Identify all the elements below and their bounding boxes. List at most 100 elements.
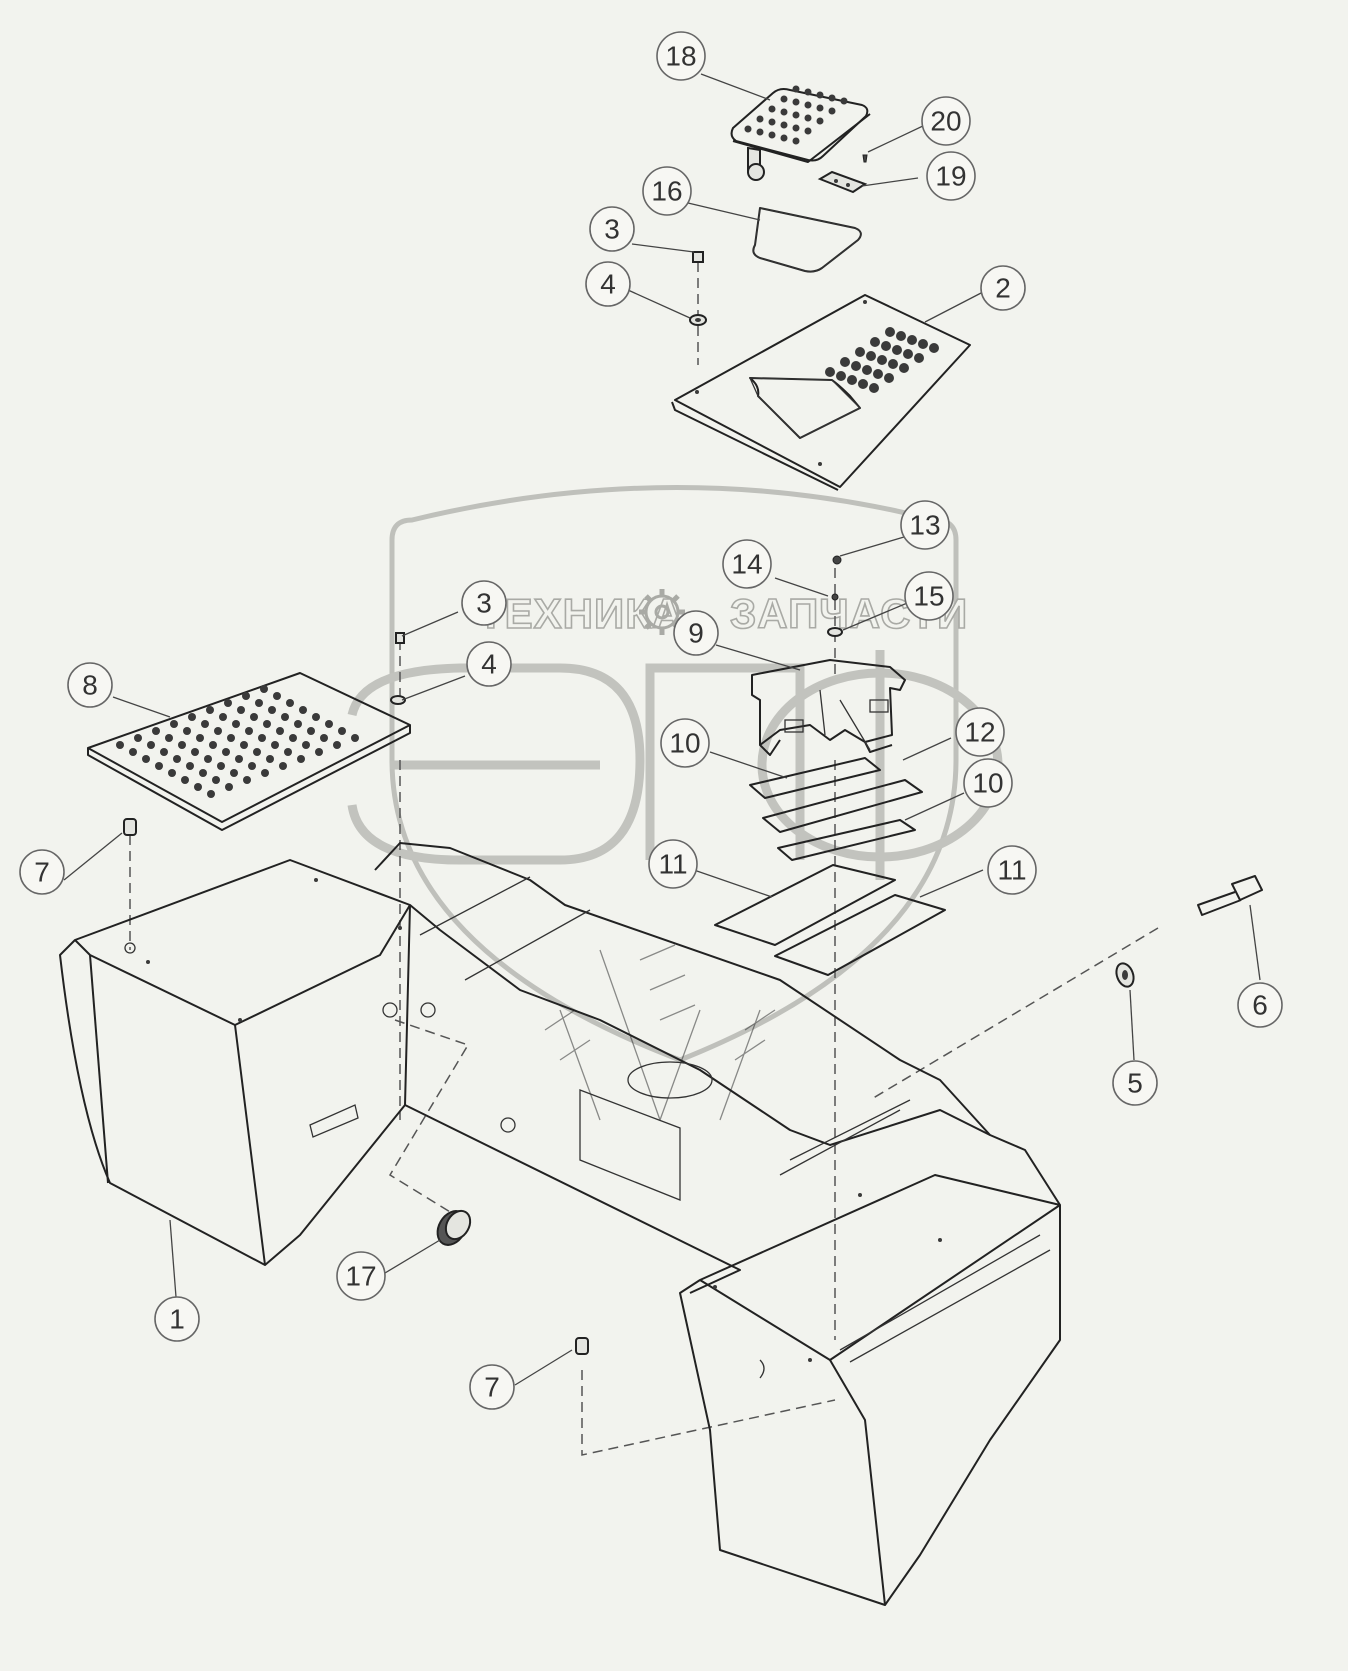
perforation-hole <box>780 108 788 116</box>
perforation-hole <box>929 343 939 353</box>
perforation-hole <box>866 351 876 361</box>
perforation-hole <box>869 383 879 393</box>
callout-17: 17 <box>336 1251 386 1301</box>
svg-text:16: 16 <box>651 176 682 207</box>
svg-text:6: 6 <box>1252 990 1268 1021</box>
svg-text:1: 1 <box>169 1304 185 1335</box>
perforation-hole <box>351 734 359 742</box>
perforation-hole <box>248 762 256 770</box>
part-4-washer-lower <box>390 695 406 705</box>
svg-text:4: 4 <box>600 269 616 300</box>
perforation-hole <box>173 755 181 763</box>
perforation-hole <box>847 375 857 385</box>
perforation-hole <box>804 127 812 135</box>
callout-11-left: 11 <box>648 839 698 889</box>
callout-2: 2 <box>980 265 1026 311</box>
svg-text:19: 19 <box>935 161 966 192</box>
perforation-hole <box>214 727 222 735</box>
perforation-hole <box>816 117 824 125</box>
perforation-hole <box>260 685 268 693</box>
svg-text:3: 3 <box>604 214 620 245</box>
perforation-hole <box>792 124 800 132</box>
perforation-hole <box>224 699 232 707</box>
perforation-hole <box>899 363 909 373</box>
callout-bubbles: 18 20 19 16 3 4 2 13 14 15 3 9 4 8 12 10… <box>19 31 1283 1410</box>
svg-text:11: 11 <box>997 855 1026 886</box>
perforation-hole <box>884 373 894 383</box>
part-7-spacer-upper <box>123 818 137 836</box>
perforation-hole <box>320 734 328 742</box>
part-19-hinge <box>817 170 868 194</box>
svg-text:5: 5 <box>1127 1068 1143 1099</box>
perforation-hole <box>338 727 346 735</box>
perforation-hole <box>263 720 271 728</box>
callout-12: 12 <box>955 707 1005 757</box>
assembly-lines <box>129 262 1159 1456</box>
perforation-hole <box>209 741 217 749</box>
perforation-hole <box>261 769 269 777</box>
perforation-hole <box>160 748 168 756</box>
callout-15: 15 <box>904 571 954 621</box>
perforation-hole <box>858 379 868 389</box>
svg-text:8: 8 <box>82 670 98 701</box>
part-10-gasket-upper <box>749 757 881 799</box>
perforation-hole <box>780 134 788 142</box>
perforation-hole <box>206 706 214 714</box>
perforation-hole <box>147 741 155 749</box>
perforation-hole <box>199 769 207 777</box>
perforation-hole <box>243 776 251 784</box>
perforation-hole <box>870 337 880 347</box>
callout-18: 18 <box>656 31 706 81</box>
perforation-hole <box>222 748 230 756</box>
perforation-hole <box>142 755 150 763</box>
perforation-hole <box>877 355 887 365</box>
perforation-hole <box>840 357 850 367</box>
callout-13: 13 <box>900 500 950 550</box>
perforation-hole <box>855 347 865 357</box>
perforation-hole <box>170 720 178 728</box>
perforation-hole <box>266 755 274 763</box>
callout-3-upper: 3 <box>589 206 635 252</box>
perforation-hole <box>276 727 284 735</box>
perforation-hole <box>129 748 137 756</box>
svg-text:7: 7 <box>34 857 50 888</box>
perforation-hole <box>780 95 788 103</box>
perforation-hole <box>828 107 836 115</box>
perforation-hole <box>744 125 752 133</box>
perforation-hole <box>181 776 189 784</box>
perforation-hole <box>178 741 186 749</box>
svg-text:12: 12 <box>964 717 995 748</box>
perforation-hole <box>836 371 846 381</box>
perforation-hole <box>116 741 124 749</box>
perforation-hole <box>780 121 788 129</box>
perforation-hole <box>165 734 173 742</box>
callout-4-lower: 4 <box>466 641 512 687</box>
perforation-hole <box>279 762 287 770</box>
perforation-hole <box>152 727 160 735</box>
perforation-hole <box>307 727 315 735</box>
callout-1: 1 <box>154 1296 200 1342</box>
perforation-hole <box>242 692 250 700</box>
perforation-hole <box>196 734 204 742</box>
perforation-hole <box>862 365 872 375</box>
svg-text:18: 18 <box>665 41 696 72</box>
part-12-gasket <box>762 779 923 833</box>
svg-text:10: 10 <box>972 768 1003 799</box>
perforation-hole <box>840 97 848 105</box>
part-14-nut <box>831 593 839 601</box>
callout-8: 8 <box>67 662 113 708</box>
perforation-hole <box>896 331 906 341</box>
perforation-hole <box>873 369 883 379</box>
perforation-hole <box>907 335 917 345</box>
perforation-hole <box>253 748 261 756</box>
callout-14: 14 <box>722 539 772 589</box>
perforation-hole <box>299 706 307 714</box>
perforation-hole <box>204 755 212 763</box>
perforation-hole <box>768 105 776 113</box>
callout-4-upper: 4 <box>585 261 631 307</box>
part-4-washer-upper <box>689 314 707 326</box>
part-20-pin <box>862 154 868 163</box>
perforation-hole <box>756 115 764 123</box>
perforation-hole <box>325 720 333 728</box>
step-plate-holes <box>116 685 359 798</box>
